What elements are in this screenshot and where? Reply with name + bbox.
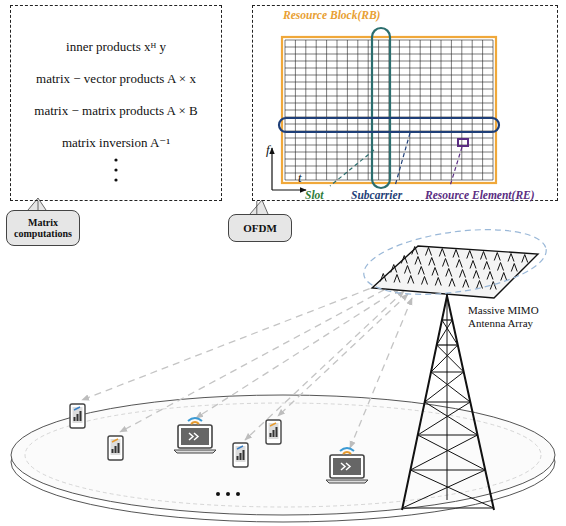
operation-text: matrix − vector products A × x — [36, 72, 196, 87]
array-label: Massive MIMO Antenna Array — [468, 304, 560, 330]
more-dots — [216, 492, 240, 496]
operation-text: matrix inversion A⁻¹ — [62, 136, 170, 151]
callout-pointer — [256, 201, 257, 214]
operation-text: inner products xᴴ y — [66, 40, 166, 55]
antenna-array — [372, 246, 538, 300]
grid-label: Subcarrier — [351, 189, 402, 202]
callout-bubble: OFDM — [228, 214, 292, 242]
callout-pointer — [38, 201, 39, 210]
axis-label: f — [266, 142, 270, 158]
callout-tail — [28, 198, 46, 210]
array-outline — [360, 219, 551, 304]
grid-label: Resource Block(RB) — [283, 9, 380, 22]
user-devices — [70, 404, 368, 483]
more-dots — [114, 158, 117, 181]
callout-text: OFDM — [243, 222, 277, 235]
grid-label: Slot — [305, 189, 324, 202]
grid-label: Resource Element(RE) — [425, 189, 535, 202]
callout-tail — [250, 200, 268, 214]
axis-label: t — [298, 170, 302, 186]
radio-links — [82, 280, 412, 448]
callout-text: Matrix computations — [11, 217, 75, 240]
ofdm-grid — [272, 28, 499, 190]
coverage-outline — [25, 403, 541, 507]
ofdm-panel: Resource Block(RB) Slot Subcarrier Resource… — [252, 5, 558, 201]
operation-text: matrix − matrix products A × B — [34, 104, 197, 119]
callout-bubble: Matrix computations — [6, 210, 80, 246]
matrix-panel: inner products xᴴ y matrix − vector produ… — [10, 5, 222, 201]
